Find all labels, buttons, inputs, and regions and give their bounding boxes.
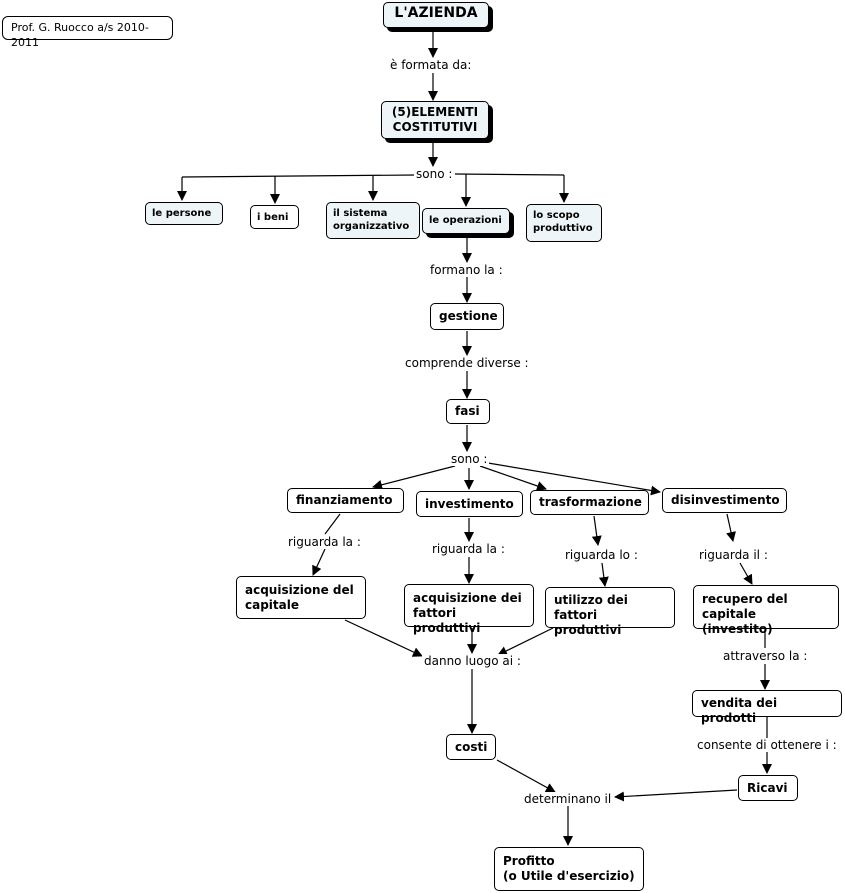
link-sono-disinvestimento (487, 462, 661, 496)
link-finanziamento-phrase (324, 513, 341, 535)
node-acquisizione-capitale[interactable]: acquisizione del capitale (236, 576, 366, 619)
phrase-sono-2: sono : (449, 452, 490, 466)
phrase-riguarda-lo: riguarda lo : (563, 548, 640, 562)
node-fasi[interactable]: fasi (446, 399, 490, 424)
node-elementi[interactable]: (5)ELEMENTI COSTITUTIVI (381, 101, 489, 139)
node-acquisizione-fattori[interactable]: acquisizione dei fattori produttivi (404, 584, 534, 635)
link-utilizzo-danno (497, 627, 554, 656)
link-costi-determinano (496, 759, 556, 793)
node-trasformazione[interactable]: trasformazione (530, 490, 649, 515)
node-persone[interactable]: le persone (145, 202, 223, 225)
phrase-determinano-il: determinano il (522, 792, 614, 806)
node-profitto[interactable]: Profitto (o Utile d'esercizio) (494, 847, 644, 891)
phrase-riguarda-la-1: riguarda la : (286, 535, 363, 549)
phrase-danno-luogo-ai: danno luogo ai : (422, 654, 523, 668)
link-disinvestimento-phrase (726, 513, 736, 542)
link-sono-finanziamento (372, 465, 456, 490)
node-recupero-capitale[interactable]: recupero del capitale (investito) (693, 585, 839, 636)
phrase-consente-di-ottenere: consente di ottenere i : (695, 738, 839, 752)
node-vendita-prodotti[interactable]: vendita dei prodotti (692, 690, 842, 725)
phrase-riguarda-la-2: riguarda la : (430, 542, 507, 556)
node-utilizzo-fattori[interactable]: utilizzo dei fattori produttivi (545, 587, 675, 637)
link-trasformazione-phrase (591, 515, 602, 546)
phrase-comprende-diverse: comprende diverse : (403, 356, 531, 370)
phrase-attraverso-la: attraverso la : (721, 649, 810, 663)
node-beni[interactable]: i beni (250, 205, 299, 229)
phrase-sono-1: sono : (414, 167, 455, 181)
node-costi[interactable]: costi (446, 734, 496, 760)
phrase-formata-da: è formata da: (388, 58, 474, 72)
node-operazioni[interactable]: le operazioni (422, 208, 510, 234)
link-sono-persone (181, 174, 416, 178)
node-disinvestimento[interactable]: disinvestimento (662, 488, 787, 513)
link-phrase-utilizzo (598, 562, 609, 587)
node-finanziamento[interactable]: finanziamento (287, 488, 404, 513)
credit-label: Prof. G. Ruocco a/s 2010-2011 (2, 16, 173, 49)
link-ricavi-determinano (614, 789, 738, 802)
node-investimento[interactable]: investimento (416, 491, 523, 517)
link-acq-capitale-danno (344, 619, 423, 657)
node-sistema[interactable]: il sistema organizzativo (326, 202, 420, 239)
link-sono-trasformazione (479, 465, 547, 491)
node-ricavi[interactable]: Ricavi (738, 775, 798, 801)
node-azienda[interactable]: L'AZIENDA (383, 2, 489, 28)
phrase-formano-la: formano la : (428, 263, 505, 277)
node-scopo[interactable]: lo scopo produttivo (526, 204, 602, 242)
phrase-riguarda-il: riguarda il : (697, 548, 770, 562)
link-phrase-recupero (739, 562, 753, 585)
link-phrase-acq-capitale (312, 548, 326, 576)
node-gestione[interactable]: gestione (430, 303, 504, 330)
link-sono-scopo (454, 173, 565, 176)
